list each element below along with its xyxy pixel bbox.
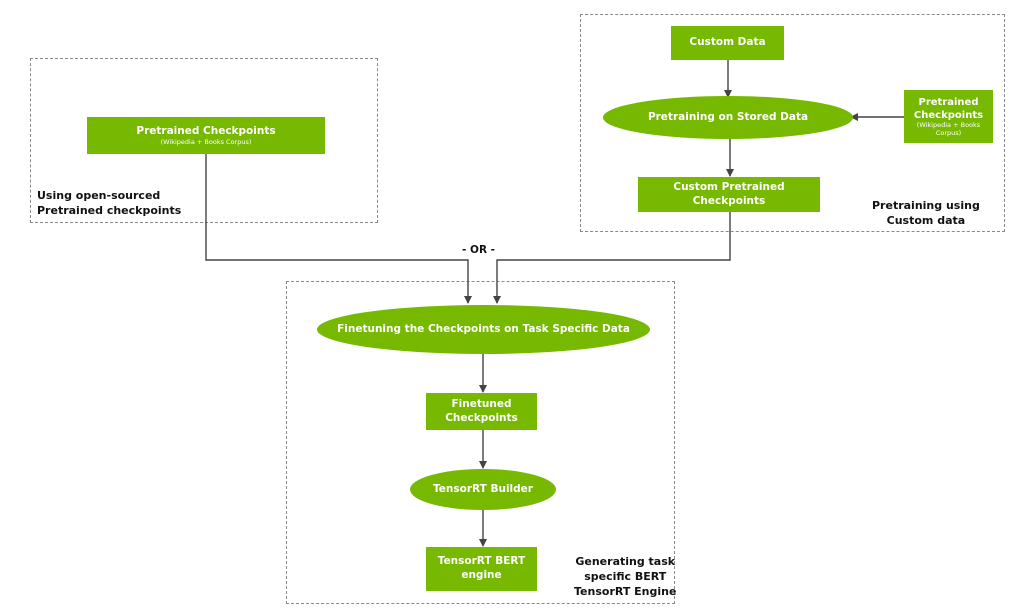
- pretrained-checkpoints-node: Pretrained Checkpoints (Wikipedia + Book…: [87, 117, 325, 154]
- pretrained-checkpoints-label: Pretrained Checkpoints: [136, 124, 276, 137]
- custom-pretrained-checkpoints-node: Custom Pretrained Checkpoints: [638, 177, 820, 212]
- pretrained-checkpoints-right-label: Pretrained Checkpoints: [913, 97, 984, 122]
- custom-data-node: Custom Data: [671, 26, 784, 60]
- finetuning-panel: [286, 281, 675, 604]
- custom-data-caption: Pretraining using Custom data: [872, 199, 980, 227]
- finetuned-checkpoints-node: Finetuned Checkpoints: [426, 393, 537, 430]
- edge-custom-pretrained-to-finetuning: [493, 212, 731, 304]
- pretrained-checkpoints-right-sub: (Wikipedia + Books Corpus): [916, 121, 981, 137]
- open-source-panel: [30, 58, 378, 223]
- edge-pretrained-to-finetuning: [205, 154, 472, 304]
- tensorrt-bert-engine-label: TensorRT BERT engine: [437, 555, 526, 581]
- pretraining-stored-data-node: Pretraining on Stored Data: [603, 96, 853, 139]
- finetuning-label: Finetuning the Checkpoints on Task Speci…: [337, 322, 630, 335]
- or-label: - OR -: [462, 244, 496, 256]
- pretrained-checkpoints-sub: (Wikipedia + Books Corpus): [160, 137, 252, 146]
- finetuning-node: Finetuning the Checkpoints on Task Speci…: [317, 305, 650, 354]
- tensorrt-builder-label: TensorRT Builder: [433, 482, 533, 495]
- open-source-caption: Using open-sourced Pretrained checkpoint…: [37, 189, 182, 217]
- pretraining-stored-data-label: Pretraining on Stored Data: [647, 110, 809, 123]
- pretrained-checkpoints-right-node: Pretrained Checkpoints (Wikipedia + Book…: [904, 90, 993, 143]
- tensorrt-builder-node: TensorRT Builder: [410, 469, 556, 510]
- finetuned-checkpoints-label: Finetuned Checkpoints: [445, 397, 518, 424]
- tensorrt-engine-caption: Generating task specific BERT TensorRT E…: [574, 555, 677, 598]
- custom-pretrained-checkpoints-label: Custom Pretrained Checkpoints: [673, 180, 785, 207]
- custom-pretraining-panel: [580, 14, 1005, 232]
- custom-data-label: Custom Data: [689, 36, 766, 49]
- tensorrt-bert-engine-node: TensorRT BERT engine: [426, 547, 537, 591]
